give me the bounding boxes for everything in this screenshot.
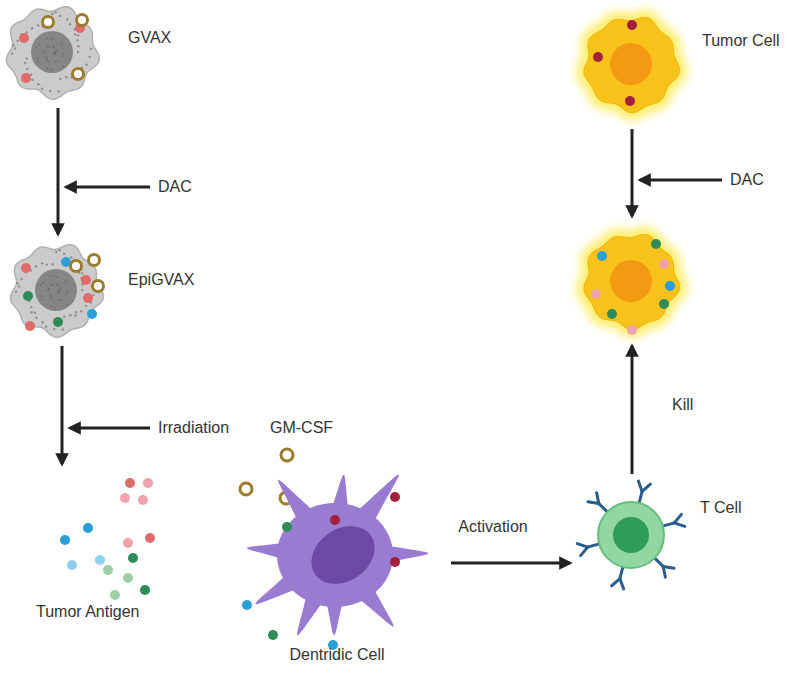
cell-illustration bbox=[572, 5, 690, 123]
treatment-arrow bbox=[70, 427, 150, 430]
cell-node: EpiGVAX bbox=[6, 240, 106, 340]
cell-node: Dentridic Cell bbox=[230, 455, 445, 650]
treatment-arrow bbox=[66, 186, 150, 189]
edge-label: DAC bbox=[158, 177, 192, 196]
cell-illustration bbox=[2, 2, 102, 102]
treatment-arrow bbox=[640, 179, 722, 182]
cell-illustration bbox=[6, 240, 106, 340]
cell-node: GVAX bbox=[2, 2, 102, 102]
cell-illustration bbox=[50, 470, 165, 605]
cell-node: T Cell bbox=[576, 480, 686, 590]
edge-label: DAC bbox=[730, 170, 764, 189]
edge-label: Kill bbox=[672, 395, 693, 414]
flow-arrow bbox=[631, 129, 634, 216]
cell-label: GVAX bbox=[128, 28, 171, 47]
gm-csf-molecules bbox=[240, 449, 293, 504]
flow-arrow bbox=[61, 346, 64, 464]
cell-label: Dentridic Cell bbox=[289, 645, 384, 664]
cell-node: Tumor Antigen bbox=[50, 470, 165, 605]
cell-node bbox=[572, 222, 690, 340]
cell-label: Tumor Cell bbox=[702, 31, 780, 50]
cell-label: Tumor Antigen bbox=[36, 602, 139, 621]
molecule-label: GM-CSF bbox=[270, 418, 333, 437]
edge-label: Activation bbox=[458, 517, 527, 536]
flow-arrow bbox=[451, 562, 570, 565]
cell-illustration bbox=[230, 455, 445, 650]
cell-illustration bbox=[576, 480, 686, 590]
cell-illustration bbox=[572, 222, 690, 340]
cell-label: EpiGVAX bbox=[128, 270, 194, 289]
flow-arrow bbox=[631, 346, 634, 474]
cell-label: T Cell bbox=[700, 498, 742, 517]
cell-node: Tumor Cell bbox=[572, 5, 690, 123]
edge-label: Irradiation bbox=[158, 418, 229, 437]
flow-arrow bbox=[57, 108, 60, 234]
